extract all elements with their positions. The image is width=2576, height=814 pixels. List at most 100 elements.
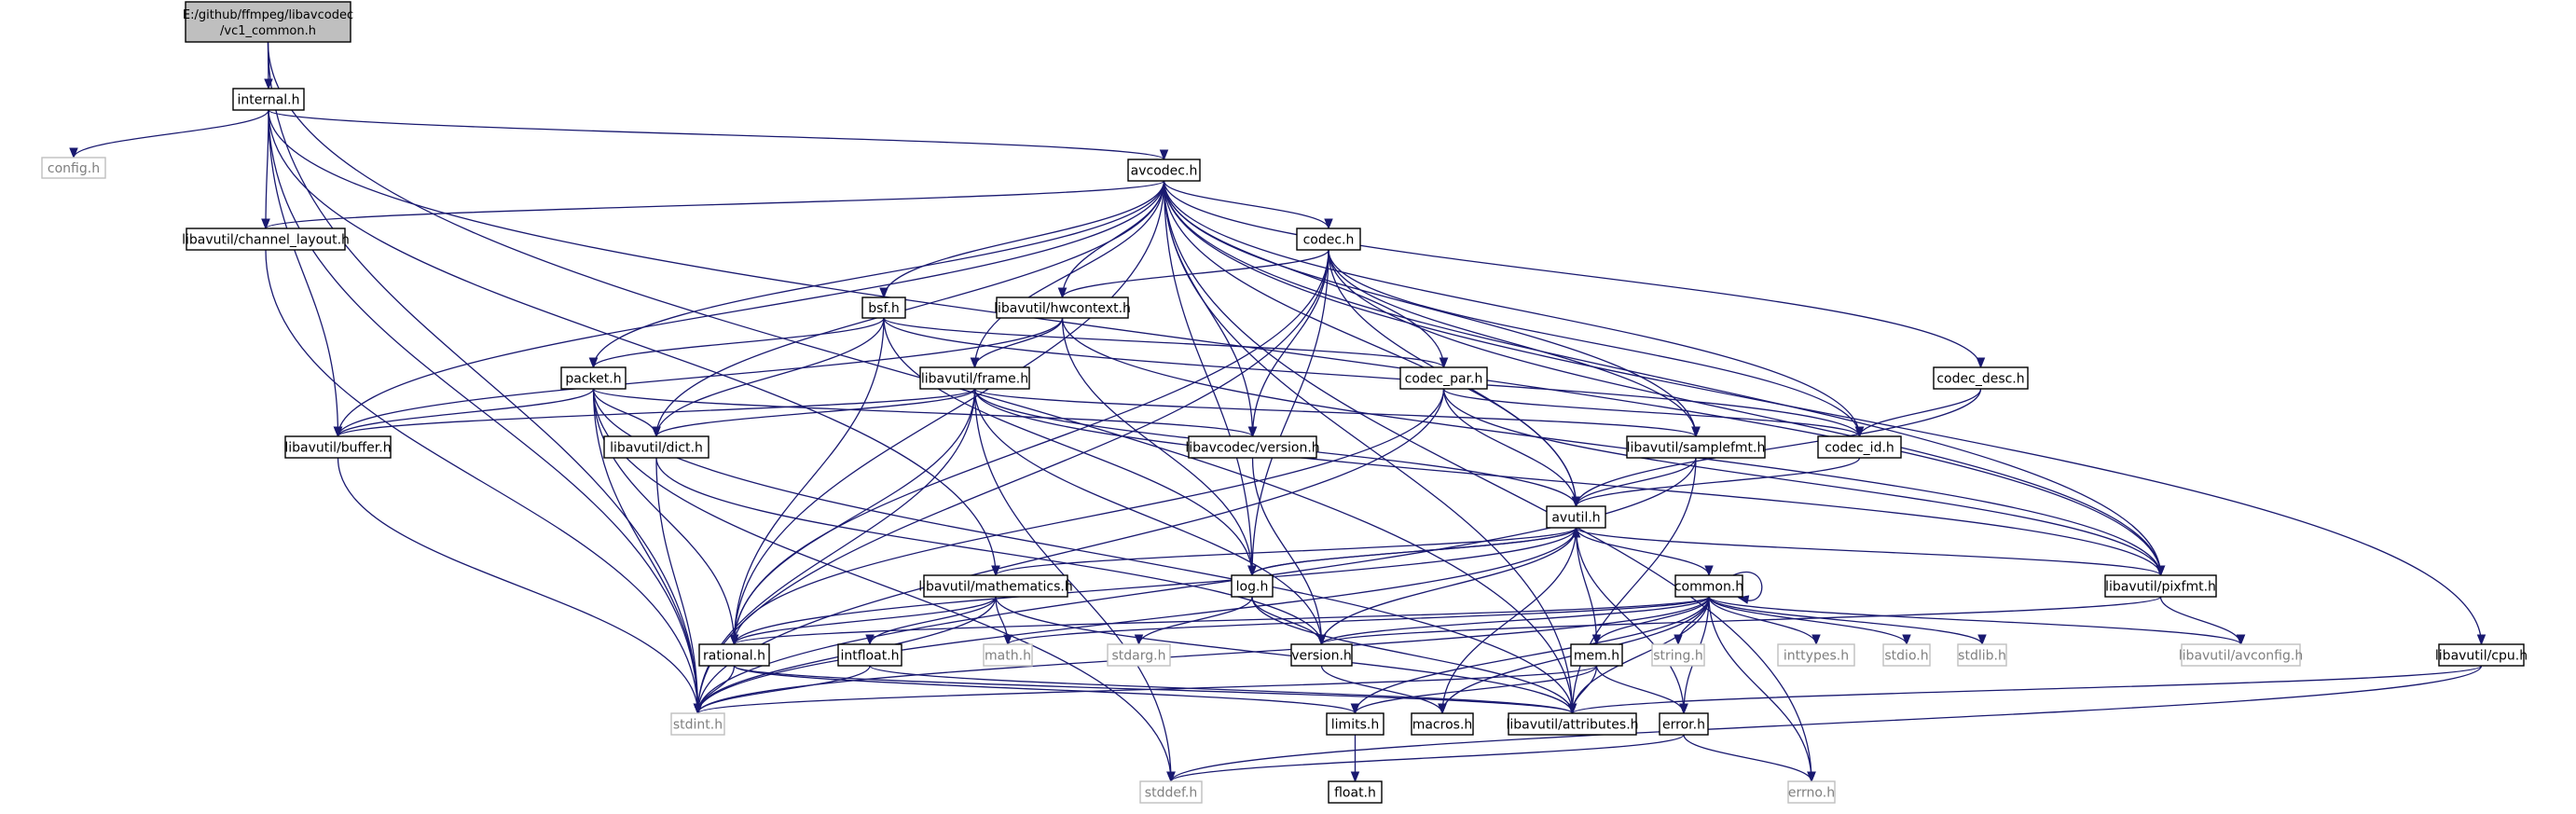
node-log[interactable]: log.h (1231, 574, 1274, 598)
node-common[interactable]: common.h (1674, 574, 1743, 598)
node-errno: errno.h (1787, 780, 1836, 804)
node-label: packet.h (565, 372, 621, 387)
node-label: common.h (1674, 580, 1743, 595)
node-label: errno.h (1788, 786, 1835, 801)
node-box (861, 297, 906, 319)
edge-avcodec-to-codec_id (1163, 180, 1865, 438)
arrowhead (1674, 634, 1683, 646)
node-box (1399, 366, 1488, 390)
edge-cpu-to-attributes (1567, 665, 2483, 715)
node-box (698, 643, 770, 667)
node-box (2181, 643, 2301, 667)
node-codec[interactable]: codec.h (1296, 228, 1361, 251)
node-box (1882, 643, 1931, 667)
node-dict[interactable]: libavutil/dict.h (603, 435, 709, 459)
edge-internal-to-config (69, 109, 269, 159)
arrowhead (879, 287, 889, 299)
arrowhead (1316, 634, 1327, 646)
node-codec_desc[interactable]: codec_desc.h (1933, 366, 2029, 390)
node-label: stdio.h (1884, 649, 1928, 664)
edges-layer (69, 41, 2486, 783)
node-box (1326, 712, 1384, 736)
edge-avutil-to-mathematics (991, 527, 1577, 577)
node-samplefmt[interactable]: libavutil/samplefmt.h (1626, 435, 1766, 459)
node-codec_par[interactable]: codec_par.h (1399, 366, 1488, 390)
arrowhead (1350, 771, 1360, 783)
node-box (560, 366, 627, 390)
edge-buffer-to-stdint (337, 457, 703, 715)
node-label: libavcodec/version.h (1185, 441, 1319, 456)
arrowhead (2156, 565, 2166, 577)
edge-bsf-to-dict (652, 317, 885, 438)
arrowhead (1439, 357, 1449, 369)
node-box (1411, 712, 1474, 736)
node-channel_layout[interactable]: libavutil/channel_layout.h (182, 228, 350, 251)
node-box (1674, 574, 1743, 598)
node-box (1296, 228, 1361, 251)
node-frame[interactable]: libavutil/frame.h (919, 366, 1030, 390)
edge-avcodec-to-lavc_version (1163, 180, 1258, 438)
node-packet[interactable]: packet.h (560, 366, 627, 390)
node-box (923, 574, 1068, 598)
node-codec_id[interactable]: codec_id.h (1817, 435, 1902, 459)
node-limits[interactable]: limits.h (1326, 712, 1384, 736)
node-label: libavutil/mathematics.h (918, 580, 1073, 595)
node-box (1107, 643, 1171, 667)
node-internal[interactable]: internal.h (232, 88, 305, 111)
node-label: math.h (985, 649, 1031, 664)
node-pixfmt[interactable]: libavutil/pixfmt.h (2104, 574, 2217, 598)
edge-avcodec-to-bsf (879, 180, 1165, 299)
arrowhead (1976, 357, 1986, 369)
node-bsf[interactable]: bsf.h (861, 297, 906, 319)
node-hwcontext[interactable]: libavutil/hwcontext.h (994, 297, 1131, 319)
node-label: intfloat.h (840, 649, 899, 664)
arrowhead (1159, 149, 1169, 161)
node-error[interactable]: error.h (1659, 712, 1709, 736)
node-box (1659, 712, 1709, 736)
node-label: config.h (48, 161, 100, 176)
node-attributes[interactable]: libavutil/attributes.h (1506, 712, 1639, 736)
node-version[interactable]: version.h (1290, 643, 1353, 667)
edge-mem-to-avutil (1571, 526, 1598, 645)
node-box (1957, 643, 2007, 667)
node-label: /vc1_common.h (220, 24, 316, 38)
arrowhead (1807, 771, 1816, 783)
node-box (996, 297, 1129, 319)
node-intfloat[interactable]: intfloat.h (837, 643, 902, 667)
edge-avcodec-to-packet (588, 180, 1165, 369)
node-cpu[interactable]: libavutil/cpu.h (2435, 643, 2528, 667)
node-macros[interactable]: macros.h (1411, 712, 1474, 736)
node-box (1139, 780, 1203, 804)
node-label: string.h (1653, 649, 1703, 664)
edge-limits-to-float (1350, 735, 1360, 783)
node-rational[interactable]: rational.h (698, 643, 770, 667)
node-box (837, 643, 902, 667)
node-box (919, 366, 1030, 390)
node-box (2438, 643, 2525, 667)
edge-pixfmt-to-version (1316, 596, 2162, 646)
node-label: stddef.h (1145, 786, 1197, 801)
edge-error-to-stddef (1166, 734, 1685, 783)
node-float[interactable]: float.h (1328, 780, 1383, 804)
arrowhead (1854, 426, 1865, 438)
node-label: codec.h (1303, 233, 1355, 248)
node-avcodec[interactable]: avcodec.h (1127, 159, 1201, 182)
arrowhead (2476, 634, 2486, 646)
edge-bsf-to-packet (588, 317, 885, 369)
node-label: libavutil/dict.h (610, 441, 703, 456)
node-box (232, 88, 305, 111)
node-box (186, 228, 346, 251)
node-lavc_version[interactable]: libavcodec/version.h (1185, 435, 1320, 459)
arrowhead (1057, 287, 1068, 299)
node-box (670, 712, 725, 736)
node-mathematics[interactable]: libavutil/mathematics.h (918, 574, 1073, 598)
node-mem[interactable]: mem.h (1570, 643, 1623, 667)
node-buffer[interactable]: libavutil/buffer.h (284, 435, 392, 459)
node-label: float.h (1334, 786, 1376, 801)
edge-log-to-avutil (1251, 526, 1581, 576)
edge-common-to-math (1003, 596, 1710, 646)
node-avutil[interactable]: avutil.h (1546, 505, 1606, 529)
node-label: libavutil/attributes.h (1506, 718, 1638, 733)
node-label: libavutil/avconfig.h (2179, 649, 2303, 664)
edge-frame-to-samplefmt (973, 388, 1701, 438)
